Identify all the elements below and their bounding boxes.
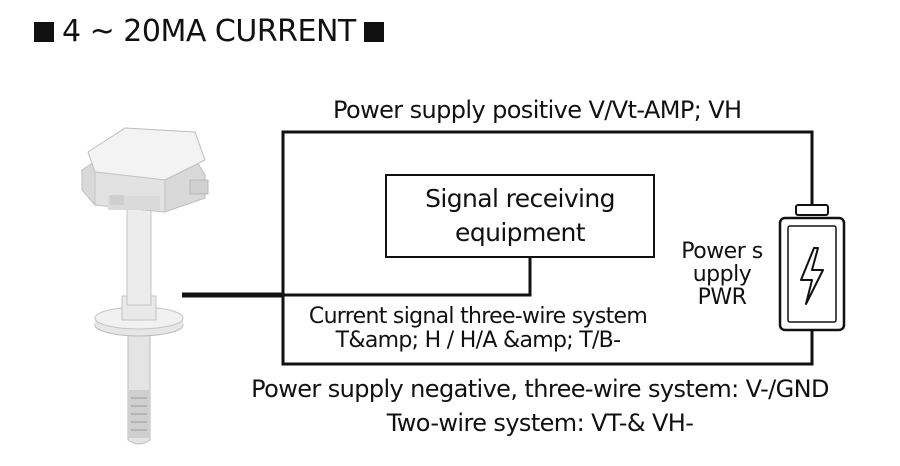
signal-receiver-box [385, 174, 655, 258]
signal-wire-label-line1: Current signal three-wire system [308, 304, 648, 329]
circuit-wires [182, 130, 814, 366]
lightning-bolt-icon [800, 247, 824, 305]
signal-wire-label-line2: T&amp; H / H/A &amp; T/B- [335, 328, 621, 353]
power-negative-label-line2: Two-wire system: VT-& VH- [386, 409, 694, 437]
signal-receiver-label: Signal receiving equipment [386, 175, 654, 257]
power-supply-label-line2: upply [692, 262, 752, 287]
power-supply-label: Power s upply PWR [676, 240, 768, 309]
battery-icon [778, 204, 846, 332]
power-positive-label: Power supply positive V/Vt-AMP; VH [333, 96, 742, 124]
signal-receiver-label-line1: Signal receiving [425, 184, 615, 213]
negative-wire [281, 295, 814, 366]
signal-wire-label: Current signal three-wire system T&amp; … [286, 305, 670, 353]
page-title: 4 ~ 20MA CURRENT [34, 14, 384, 49]
positive-wire [281, 130, 814, 295]
sensor-transmitter-icon [81, 127, 209, 445]
title-square-icon [363, 21, 384, 42]
power-supply-label-line3: PWR [697, 285, 747, 310]
signal-wire [283, 257, 532, 297]
title-text: 4 ~ 20MA CURRENT [62, 14, 356, 49]
signal-receiver-label-line2: equipment [455, 218, 585, 247]
title-square-icon [34, 21, 54, 42]
power-negative-label-line1: Power supply negative, three-wire system… [251, 375, 829, 403]
power-negative-label: Power supply negative, three-wire system… [150, 372, 900, 440]
power-supply-label-line1: Power s [681, 239, 763, 264]
